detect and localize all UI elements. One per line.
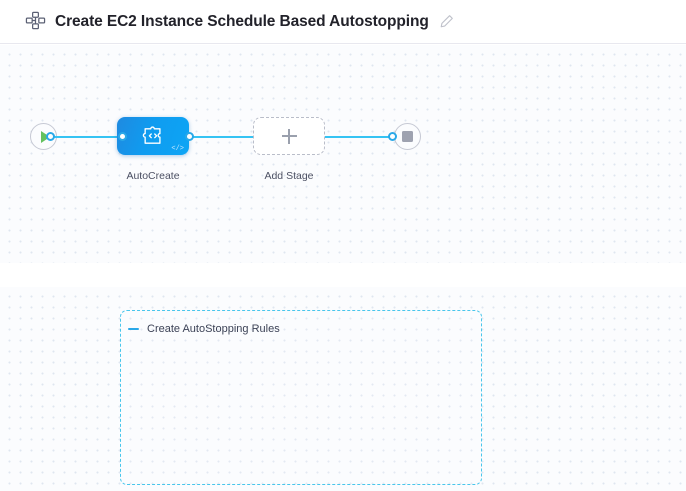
autocreate-output-port[interactable] [185, 132, 194, 141]
autocreate-stage[interactable]: </> [117, 117, 189, 155]
pencil-edit-icon[interactable] [439, 14, 455, 30]
pipeline-icon [24, 11, 46, 33]
stage-type-marker: </> [171, 145, 184, 153]
pipeline-end-input-port[interactable] [388, 132, 397, 141]
step-group-header: Create AutoStopping Rules [127, 322, 280, 335]
autocreate-input-port[interactable] [118, 132, 127, 141]
stage-canvas[interactable]: </> AutoCreate Add Stage [0, 45, 686, 263]
start-output-port[interactable] [46, 132, 55, 141]
add-stage-button[interactable] [253, 117, 325, 155]
play-icon [40, 130, 50, 143]
plus-icon [281, 128, 297, 144]
pipeline-end[interactable] [394, 123, 421, 150]
connector-addstage-to-end [323, 136, 390, 138]
custom-stage-code-icon [142, 126, 161, 144]
step-group-title: Create AutoStopping Rules [147, 322, 280, 335]
stop-square-icon [402, 131, 413, 142]
step-group-create-autostopping-rules[interactable] [120, 310, 482, 485]
add-stage-label: Add Stage [264, 170, 314, 182]
minus-icon[interactable] [127, 322, 140, 335]
connector-autocreate-to-addstage [190, 136, 257, 138]
page-title: Create EC2 Instance Schedule Based Autos… [55, 12, 429, 30]
connector-start-to-autocreate [48, 136, 126, 138]
autocreate-stage-label: AutoCreate [126, 170, 180, 182]
step-canvas[interactable]: Create AutoStopping Rules </> F [0, 287, 686, 491]
page-header: Create EC2 Instance Schedule Based Autos… [0, 0, 686, 44]
